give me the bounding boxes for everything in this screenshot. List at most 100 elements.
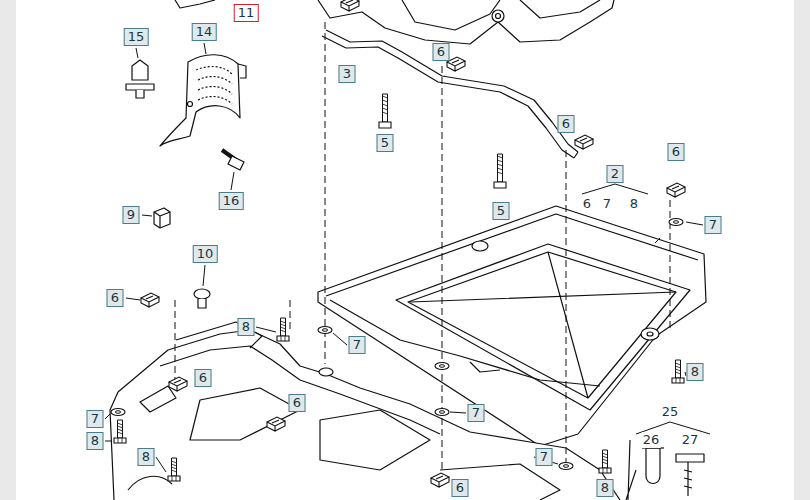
callout-number: 11 <box>234 4 259 22</box>
callout-number: 15 <box>124 28 149 46</box>
bolt <box>277 318 289 341</box>
washer <box>111 409 125 416</box>
underbody-recess <box>320 410 430 470</box>
bracket-strip <box>322 36 574 158</box>
underbody-recess <box>440 464 560 500</box>
callout-number: 6 <box>452 479 469 497</box>
heat-shield <box>160 55 240 146</box>
leader-line <box>686 222 703 225</box>
page-margin <box>0 0 16 500</box>
subframe-outline <box>402 0 500 30</box>
callout-number: 14 <box>192 23 217 41</box>
leader-line <box>136 48 138 58</box>
callout-number: 6 <box>433 43 450 61</box>
skid-plate-window <box>408 252 676 398</box>
callout-number: 8 <box>597 479 614 497</box>
heat-shield-perforation <box>196 67 232 104</box>
skid-plate-rib <box>410 252 676 398</box>
u-nut <box>341 0 359 11</box>
washer <box>435 363 449 370</box>
plug <box>194 289 210 299</box>
subframe-outline <box>520 0 600 18</box>
u-nut <box>667 183 685 197</box>
expanding-clip <box>126 84 154 90</box>
leader-line <box>142 215 152 216</box>
clip <box>154 208 170 228</box>
bolt <box>168 458 180 481</box>
callout-number: 16 <box>219 192 244 210</box>
hole <box>188 102 193 107</box>
leader-line <box>450 412 466 413</box>
assembly-line <box>290 300 291 330</box>
bolt <box>672 360 684 383</box>
underbody-recess <box>190 388 300 440</box>
underbody-panel <box>118 330 620 500</box>
screw-shaft <box>684 462 692 496</box>
boss <box>647 332 653 336</box>
mount-bush <box>492 10 504 22</box>
bolt <box>599 450 611 473</box>
hardware <box>111 0 685 487</box>
callout-number: 26 <box>642 432 661 448</box>
u-nut <box>575 135 593 149</box>
screw-head <box>228 156 244 170</box>
heat-shield-tab <box>238 64 246 78</box>
skid-plate-window <box>396 244 690 410</box>
expanding-clip <box>132 60 148 80</box>
callout-number: 6 <box>582 196 592 212</box>
assembly-line <box>652 238 660 246</box>
callout-number: 25 <box>661 404 680 420</box>
callout-number: 6 <box>558 115 575 133</box>
panel-edge <box>626 440 636 500</box>
bolt <box>494 154 506 188</box>
callout-number: 9 <box>123 206 140 224</box>
clip <box>154 212 170 228</box>
callout-number: 7 <box>536 448 553 466</box>
underbody-panel <box>128 476 172 490</box>
u-nut <box>141 293 159 307</box>
skid-plate-edge <box>326 214 698 296</box>
assembly-line <box>325 22 326 364</box>
callout-number: 8 <box>687 363 704 381</box>
leader-lines <box>105 43 710 472</box>
leader-line <box>105 414 110 419</box>
callout-number: 27 <box>681 432 700 448</box>
part-outlines <box>110 0 706 500</box>
vent-slot <box>140 386 176 412</box>
washer <box>559 463 573 470</box>
callout-number: 8 <box>238 318 255 336</box>
bolt <box>114 420 126 443</box>
callout-number: 5 <box>493 202 510 220</box>
assembly-lines <box>175 22 670 484</box>
mount-bush <box>496 14 501 19</box>
assembly-line <box>670 200 671 328</box>
leader-line <box>333 333 347 345</box>
skid-plate-flange <box>330 300 600 386</box>
assembly-line <box>442 66 443 484</box>
callout-number: 7 <box>87 410 104 428</box>
callout-number: 8 <box>87 432 104 450</box>
plug <box>198 299 206 308</box>
bolt <box>379 94 391 128</box>
leader-line <box>126 298 140 300</box>
callout-number: 6 <box>289 394 306 412</box>
callout-number: 7 <box>705 216 722 234</box>
washer <box>318 327 332 334</box>
u-nut <box>431 473 449 487</box>
subframe-outline <box>318 0 614 44</box>
bracket-strip <box>574 152 578 158</box>
group-bracket <box>582 184 648 194</box>
callout-number: 3 <box>339 65 356 83</box>
u-nut <box>447 57 465 71</box>
bracket-strip <box>326 30 578 152</box>
leader-line <box>256 327 276 332</box>
callout-number: 5 <box>377 134 394 152</box>
washer <box>435 409 449 416</box>
boss <box>641 328 659 340</box>
callout-number: 6 <box>195 369 212 387</box>
leader-line <box>203 265 205 286</box>
u-nut <box>169 377 187 391</box>
callout-number: 6 <box>668 143 685 161</box>
